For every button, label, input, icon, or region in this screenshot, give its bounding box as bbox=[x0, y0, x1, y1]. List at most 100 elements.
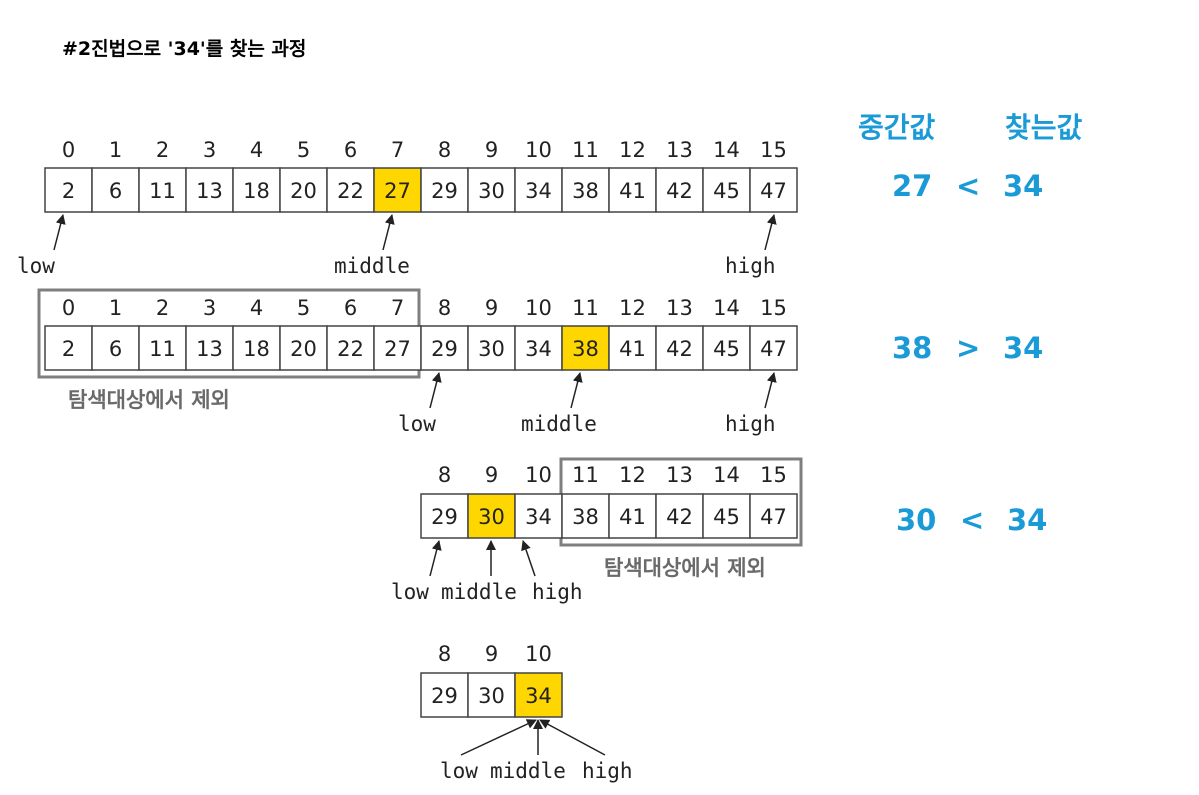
array-value: 2 bbox=[62, 337, 75, 361]
array-value: 38 bbox=[572, 337, 599, 361]
array-cell bbox=[420, 167, 469, 213]
array-index: 13 bbox=[666, 296, 693, 320]
array-cell bbox=[655, 493, 704, 539]
comparison-target-value: 34 bbox=[1003, 169, 1044, 203]
array-value: 18 bbox=[243, 179, 270, 203]
array-index: 10 bbox=[525, 642, 552, 666]
array-value: 29 bbox=[431, 337, 458, 361]
array-index: 8 bbox=[438, 463, 451, 487]
array-value: 22 bbox=[337, 179, 364, 203]
array-index: 3 bbox=[203, 138, 216, 162]
array-cell bbox=[420, 672, 469, 718]
array-value: 30 bbox=[478, 684, 505, 708]
array-cell bbox=[44, 325, 93, 371]
low-pointer-label: low bbox=[391, 580, 429, 604]
array-cell bbox=[232, 167, 281, 213]
array-value: 29 bbox=[431, 179, 458, 203]
array-value: 2 bbox=[62, 179, 75, 203]
array-value: 42 bbox=[666, 337, 693, 361]
array-index: 10 bbox=[525, 463, 552, 487]
array-value: 30 bbox=[478, 337, 505, 361]
array-index: 14 bbox=[713, 296, 740, 320]
array-value: 20 bbox=[290, 337, 317, 361]
middle-pointer-label: middle bbox=[521, 412, 597, 436]
comparison-operator: < bbox=[956, 169, 981, 203]
array-value: 20 bbox=[290, 179, 317, 203]
array-cell bbox=[608, 493, 657, 539]
array-value: 29 bbox=[431, 505, 458, 529]
array-index: 13 bbox=[666, 463, 693, 487]
array-value: 30 bbox=[478, 179, 505, 203]
array-index: 11 bbox=[572, 296, 599, 320]
array-value: 47 bbox=[760, 179, 787, 203]
high-pointer-label: high bbox=[532, 580, 583, 604]
array-cell bbox=[185, 167, 234, 213]
array-cell-highlighted bbox=[561, 325, 610, 371]
array-index: 4 bbox=[250, 138, 263, 162]
array-value: 42 bbox=[666, 505, 693, 529]
array-value: 27 bbox=[384, 179, 411, 203]
search-step-2: 2061112133184205226277298309341038114112… bbox=[37, 288, 798, 436]
array-index: 4 bbox=[250, 296, 263, 320]
array-value: 34 bbox=[525, 505, 552, 529]
array-cell bbox=[467, 325, 516, 371]
array-index: 15 bbox=[760, 296, 787, 320]
header-target-value: 찾는값 bbox=[1005, 111, 1083, 144]
array-index: 9 bbox=[485, 642, 498, 666]
array-value: 30 bbox=[478, 505, 505, 529]
high-pointer-label: high bbox=[725, 412, 776, 436]
array-value: 34 bbox=[525, 179, 552, 203]
array-value: 34 bbox=[525, 337, 552, 361]
array-cell bbox=[467, 167, 516, 213]
high-pointer-arrow bbox=[764, 214, 777, 251]
low-pointer-arrow bbox=[53, 214, 66, 251]
array-value: 29 bbox=[431, 684, 458, 708]
array-value: 6 bbox=[109, 337, 122, 361]
middle-pointer-label: middle bbox=[334, 254, 410, 278]
array-cell-highlighted bbox=[514, 672, 563, 718]
array-index: 13 bbox=[666, 138, 693, 162]
low-pointer-arrow bbox=[429, 372, 442, 409]
high-pointer-label: high bbox=[582, 759, 633, 783]
array-value: 47 bbox=[760, 337, 787, 361]
low-pointer-arrow bbox=[460, 719, 537, 756]
array-cell bbox=[702, 167, 751, 213]
array-index: 7 bbox=[391, 296, 404, 320]
array-cell bbox=[561, 493, 610, 539]
array-cell bbox=[655, 325, 704, 371]
array-index: 8 bbox=[438, 138, 451, 162]
array-value: 11 bbox=[149, 179, 176, 203]
middle-pointer-label: middle bbox=[490, 759, 566, 783]
high-pointer-arrow bbox=[764, 372, 777, 409]
array-cell bbox=[514, 493, 563, 539]
array-value: 45 bbox=[713, 505, 740, 529]
array-index: 2 bbox=[156, 138, 169, 162]
array-cell bbox=[91, 167, 140, 213]
array-value: 42 bbox=[666, 179, 693, 203]
array-cell bbox=[279, 167, 328, 213]
array-cell bbox=[44, 167, 93, 213]
array-index: 8 bbox=[438, 642, 451, 666]
array-value: 45 bbox=[713, 179, 740, 203]
array-value: 41 bbox=[619, 179, 646, 203]
array-index: 8 bbox=[438, 296, 451, 320]
array-index: 12 bbox=[619, 463, 646, 487]
array-value: 47 bbox=[760, 505, 787, 529]
array-index: 5 bbox=[297, 138, 310, 162]
array-index: 1 bbox=[109, 296, 122, 320]
array-cell bbox=[749, 167, 798, 213]
high-pointer-arrow bbox=[521, 540, 536, 577]
array-index: 0 bbox=[62, 138, 75, 162]
array-value: 41 bbox=[619, 505, 646, 529]
array-value: 45 bbox=[713, 337, 740, 361]
array-value: 11 bbox=[149, 337, 176, 361]
array-value: 6 bbox=[109, 179, 122, 203]
diagram-title: #2진법으로 '34'를 찾는 과정 bbox=[62, 38, 307, 60]
array-index: 12 bbox=[619, 296, 646, 320]
middle-pointer-arrow bbox=[382, 214, 395, 251]
array-index: 2 bbox=[156, 296, 169, 320]
array-index: 9 bbox=[485, 463, 498, 487]
array-cell bbox=[232, 325, 281, 371]
